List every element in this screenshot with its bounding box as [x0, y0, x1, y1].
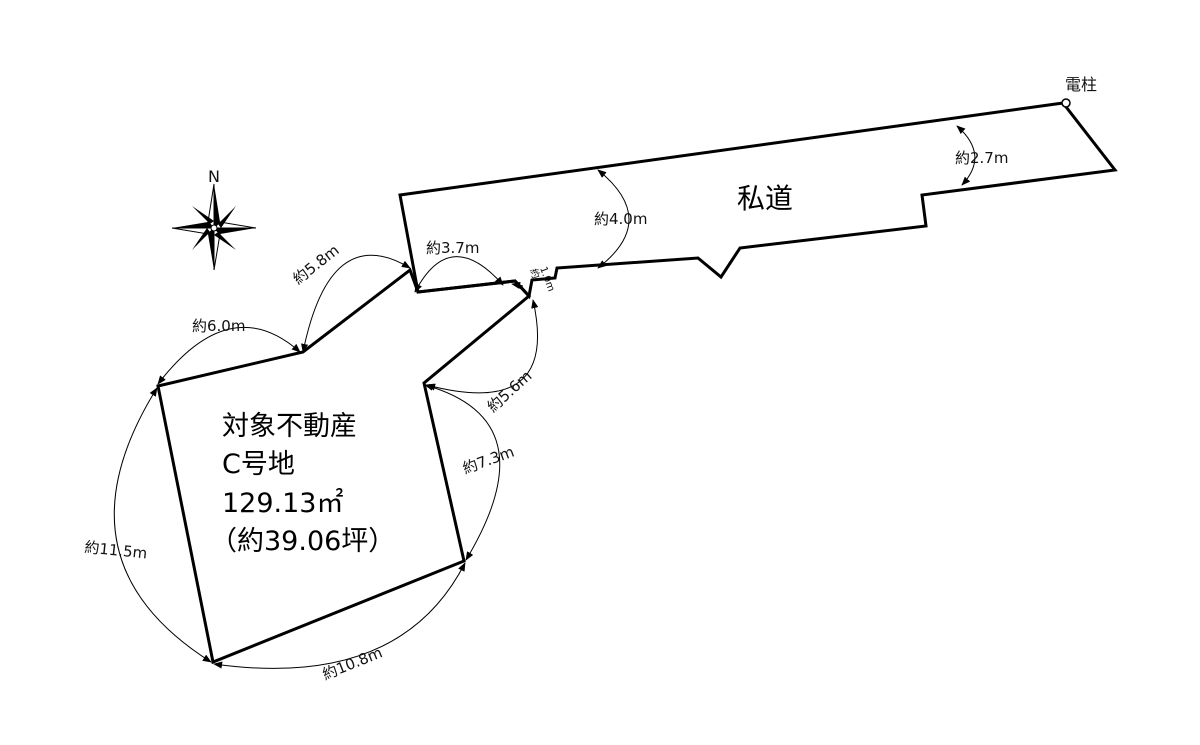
dim-edge-east-upper: 約5.6m — [484, 367, 536, 416]
dimension-arcs — [113, 125, 976, 669]
dim-arc-edge-nw-upper — [301, 254, 411, 353]
dim-edge-west: 約11.5m — [84, 538, 149, 562]
dim-edge-nw-lower: 約6.0m — [192, 317, 245, 335]
north-compass-icon — [171, 183, 257, 271]
dim-frontage-west: 約3.7m — [426, 239, 479, 257]
dim-frontage-small-1: 約 — [527, 267, 543, 281]
property-area-tsubo: （約39.06坪） — [210, 526, 395, 557]
road-label: 私道 — [737, 182, 793, 215]
dim-road-east: 約2.7m — [955, 149, 1008, 167]
dim-arc-road-mid — [597, 169, 630, 269]
dim-arc-edge-east-upper — [426, 299, 539, 394]
utility-pole-icon — [1061, 98, 1071, 108]
dim-arrow-small-frontage — [511, 281, 524, 289]
dim-edge-east-lower: 約7.3m — [460, 443, 516, 478]
property-title: 対象不動産 — [222, 411, 357, 442]
dim-road-mid: 約4.0m — [594, 210, 647, 228]
dim-arc-road-east — [956, 125, 976, 186]
dim-edge-south: 約10.8m — [320, 643, 385, 683]
dim-arc-edge-south — [213, 562, 466, 669]
dim-arc-edge-nw-lower — [157, 327, 301, 385]
property-area-sqm: 129.13㎡ — [222, 488, 343, 519]
utility-pole-label: 電柱 — [1065, 75, 1097, 94]
dim-arc-frontage-west — [414, 256, 504, 293]
dim-arc-edge-east-lower — [424, 383, 501, 561]
property-lot: C号地 — [222, 449, 295, 480]
north-label: N — [208, 167, 220, 186]
dim-arc-edge-west — [113, 387, 212, 663]
dim-edge-nw-upper: 約5.8m — [289, 241, 342, 288]
